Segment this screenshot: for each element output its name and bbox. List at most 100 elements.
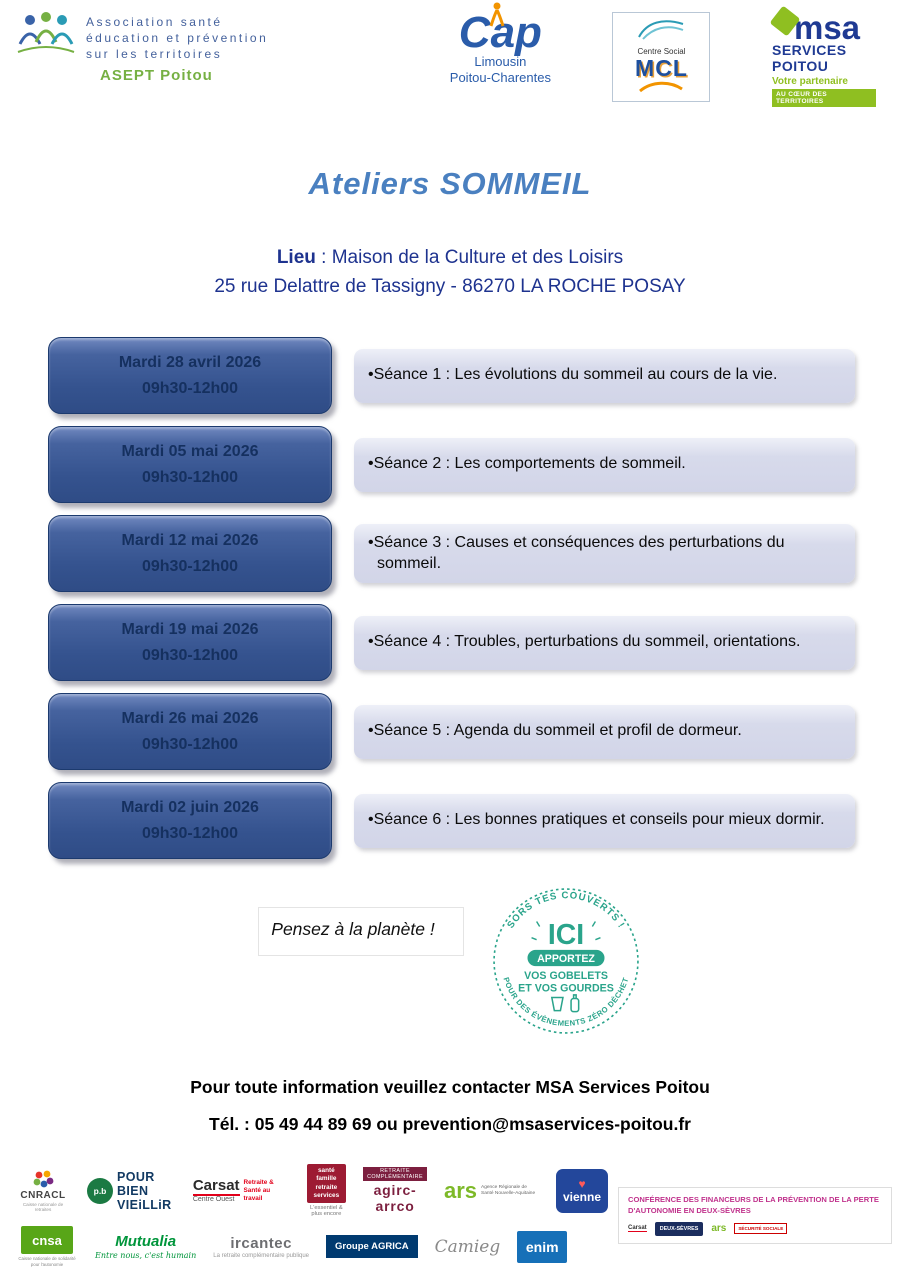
conference-ars-chip: ars: [711, 1223, 727, 1235]
session-date-box: Mardi 28 avril 2026 09h30-12h00: [48, 337, 332, 414]
mutualia-logo: Mutualia Entre nous, c'est humain: [95, 1233, 196, 1260]
session-desc-box: •Séance 1 : Les évolutions du sommeil au…: [354, 348, 855, 403]
session-date: Mardi 28 avril 2026: [118, 353, 262, 371]
session-date-box: Mardi 02 juin 2026 09h30-12h00: [48, 782, 332, 859]
stamp-apportez-text: APPORTEZ: [537, 953, 595, 965]
location-venue: : Maison de la Culture et des Loisirs: [315, 247, 624, 268]
pbv-name: POUR BIEN VIEiLLiR: [117, 1169, 172, 1212]
session-desc-text: •Séance 1 : Les évolutions du sommeil au…: [368, 366, 778, 384]
session-desc-box: •Séance 4 : Troubles, perturbations du s…: [354, 615, 855, 670]
session-desc-text: •Séance 3 : Causes et conséquences des p…: [368, 533, 785, 572]
agirc-arrco-logo: RETRAITE COMPLÉMENTAIRE agirc-arrco: [363, 1167, 427, 1214]
session-date-box: Mardi 12 mai 2026 09h30-12h00: [48, 515, 332, 592]
session-date: Mardi 05 mai 2026: [121, 442, 259, 460]
location-label: Lieu: [276, 247, 316, 268]
mcl-centre-social-logo: Centre Social MCL: [612, 12, 711, 103]
eco-note: Pensez à la planète !: [258, 907, 464, 956]
vienne-name: vienne: [562, 1189, 601, 1204]
session-time: 09h30-12h00: [141, 379, 239, 397]
heart-icon: ♥: [578, 1176, 586, 1191]
cnracl-name: CNRACL: [20, 1190, 66, 1202]
carsat-tagline: Retraite & Santé au travail: [243, 1178, 274, 1202]
sfrs-word: santé: [317, 1167, 335, 1175]
session-time: 09h30-12h00: [141, 468, 239, 486]
mcl-hands-icon: [638, 20, 684, 40]
cup-and-bottle-icon: [550, 994, 580, 1013]
ircantec-subtitle: La retraite complémentaire publique: [213, 1252, 310, 1259]
carsat-logo: Carsat Centre Ouest Retraite & Santé au …: [192, 1177, 290, 1204]
session-row: Mardi 05 mai 2026 09h30-12h00 •Séance 2 …: [48, 426, 855, 503]
ars-logo: ars Agence Régionale de Santé Nouvelle-A…: [443, 1177, 539, 1203]
msa-wordmark: msa: [793, 9, 861, 46]
session-desc-text: •Séance 5 : Agenda du sommeil et profil …: [368, 722, 742, 740]
session-date: Mardi 26 mai 2026: [121, 709, 259, 727]
msa-tagline: Votre partenaire: [771, 76, 848, 88]
sfrs-word: services: [313, 1192, 340, 1200]
stamp-ici-text: ICI: [548, 919, 584, 951]
partner-footer: CNRACL Caisse nationale de retraites p.b…: [0, 1164, 900, 1267]
ircantec-name: ircantec: [230, 1234, 292, 1252]
session-date: Mardi 19 mai 2026: [121, 620, 259, 638]
ars-name: ars: [443, 1177, 477, 1203]
cnracl-logo: CNRACL Caisse nationale de retraites: [16, 1169, 70, 1212]
session-list: Mardi 28 avril 2026 09h30-12h00 •Séance …: [48, 337, 855, 859]
location-line1: Lieu : Maison de la Culture et des Loisi…: [0, 244, 900, 273]
session-date-box: Mardi 19 mai 2026 09h30-12h00: [48, 604, 332, 681]
mcl-hand-icon: [639, 81, 684, 93]
session-date: Mardi 02 juin 2026: [121, 798, 259, 816]
carsat-name: Carsat: [192, 1177, 240, 1197]
cnracl-subtitle: Caisse nationale de retraites: [22, 1202, 64, 1213]
session-row: Mardi 12 mai 2026 09h30-12h00 •Séance 3 …: [48, 515, 855, 592]
camieg-logo: Camieg: [434, 1236, 501, 1257]
stamp-gobelets-text: VOS GOBELETS: [524, 970, 608, 982]
session-desc-box: •Séance 3 : Causes et conséquences des p…: [354, 523, 855, 584]
session-time: 09h30-12h00: [141, 735, 239, 753]
session-time: 09h30-12h00: [141, 557, 239, 575]
mutualia-name: Mutualia: [115, 1233, 177, 1251]
asept-name: ASEPT Poitou: [100, 66, 213, 84]
conference-title: CONFÉRENCE DES FINANCEURS DE LA PRÉVENTI…: [628, 1195, 879, 1215]
session-row: Mardi 26 mai 2026 09h30-12h00 •Séance 5 …: [48, 693, 855, 770]
agirc-banner: RETRAITE COMPLÉMENTAIRE: [363, 1167, 427, 1182]
mcl-subtitle: Centre Social: [637, 47, 686, 56]
footer-row-bottom: cnsa Caisse nationale de solidarité pour…: [16, 1226, 608, 1267]
cap-person-icon: [489, 2, 505, 27]
vienne-logo: ♥ vienne: [556, 1168, 608, 1213]
ars-subtitle: Agence Régionale de Santé Nouvelle-Aquit…: [481, 1184, 536, 1196]
contact-line2: Tél. : 05 49 44 89 69 ou prevention@msas…: [209, 1113, 691, 1134]
msa-sante-famille-logo: santé famille retraite services L'essent…: [306, 1164, 347, 1217]
session-row: Mardi 28 avril 2026 09h30-12h00 •Séance …: [48, 337, 855, 414]
cap-region-line: Poitou-Charentes: [449, 70, 551, 86]
session-time: 09h30-12h00: [141, 646, 239, 664]
session-desc-text: •Séance 4 : Troubles, perturbations du s…: [368, 633, 801, 651]
cnracl-icon: [33, 1170, 54, 1188]
mutualia-tagline: Entre nous, c'est humain: [95, 1251, 197, 1261]
session-time: 09h30-12h00: [141, 824, 239, 842]
carsat-region: Centre Ouest: [192, 1196, 235, 1204]
sfrs-word: retraite: [315, 1183, 338, 1191]
agirc-name: agirc-arrco: [373, 1182, 417, 1215]
ircantec-logo: ircantec La retraite complémentaire publ…: [213, 1235, 309, 1259]
conference-carsat-chip: Carsat: [628, 1225, 647, 1233]
session-desc-text: •Séance 2 : Les comportements de sommeil…: [368, 455, 686, 473]
sfrs-wordstack: santé famille retraite services: [306, 1164, 347, 1204]
session-desc-text: •Séance 6 : Les bonnes pratiques et cons…: [368, 811, 825, 829]
footer-row-top: CNRACL Caisse nationale de retraites p.b…: [16, 1164, 608, 1217]
msa-services-poitou-logo: msa SERVICES POITOU Votre partenaire AU …: [769, 5, 876, 108]
conference-deux-sevres-chip: DEUX-SÈVRES: [654, 1221, 704, 1236]
stamp-sparkles-icon: [531, 921, 601, 941]
contact-block: Pour toute information veuillez contacte…: [0, 1069, 900, 1143]
page-title: Ateliers SOMMEIL: [308, 166, 592, 201]
msa-poitou-line: POITOU: [771, 57, 829, 74]
conference-securite-sociale-chip: SÉCURITÉ SOCIALE: [734, 1223, 788, 1235]
eco-section: Pensez à la planète ! SORS TES COUVERTS …: [0, 885, 900, 1043]
footer-logo-rows: CNRACL Caisse nationale de retraites p.b…: [16, 1164, 608, 1267]
asept-line: éducation et prévention: [86, 31, 269, 46]
session-desc-box: •Séance 6 : Les bonnes pratiques et cons…: [354, 793, 855, 848]
location-block: Lieu : Maison de la Culture et des Loisi…: [0, 244, 900, 301]
asept-people-icon: [17, 12, 75, 53]
stamp-gourdes-text: ET VOS GOURDES: [518, 982, 614, 994]
enim-logo: enim: [517, 1230, 568, 1263]
session-date-box: Mardi 26 mai 2026 09h30-12h00: [48, 693, 332, 770]
